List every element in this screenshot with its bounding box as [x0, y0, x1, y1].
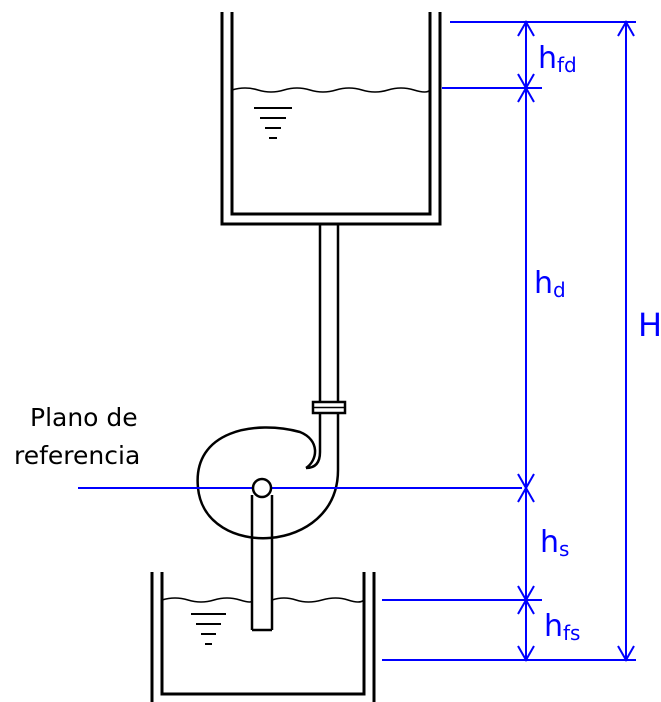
hd-dimension-line	[517, 85, 535, 491]
pump-impeller-eye	[251, 477, 273, 499]
H-label: H	[638, 306, 661, 344]
hfs-label-base: h	[544, 609, 563, 644]
upper-water-level-icon	[254, 107, 292, 139]
hfd-dimension-line	[517, 19, 535, 91]
hs-label: hs	[540, 525, 569, 561]
lower-water-surface	[161, 597, 365, 603]
hs-label-base: h	[540, 525, 559, 560]
hfs-label-sub: fs	[563, 621, 580, 645]
H-dimension-line	[617, 19, 635, 663]
discharge-pipe	[305, 225, 340, 470]
hd-label-base: h	[534, 266, 553, 301]
reference-label-line1: Plano de	[30, 403, 138, 432]
hs-dimension-line	[517, 485, 535, 603]
hfs-label: hfs	[544, 609, 580, 645]
hfd-label-base: h	[538, 41, 557, 76]
dimension-extension-lines	[382, 21, 636, 661]
pump-casing	[196, 426, 340, 540]
reference-label-line2: referencia	[14, 441, 140, 470]
hfd-label-sub: fd	[557, 53, 577, 77]
upper-water-surface	[231, 87, 431, 93]
suction-pipe	[250, 495, 274, 632]
hd-label-sub: d	[553, 278, 566, 302]
hfs-dimension-line	[517, 597, 535, 663]
lower-tank	[150, 572, 376, 702]
hd-label: hd	[534, 266, 566, 302]
hfd-label: hfd	[538, 41, 577, 77]
hs-label-sub: s	[559, 537, 569, 561]
upper-tank	[220, 12, 442, 226]
lower-water-level-icon	[191, 613, 226, 645]
